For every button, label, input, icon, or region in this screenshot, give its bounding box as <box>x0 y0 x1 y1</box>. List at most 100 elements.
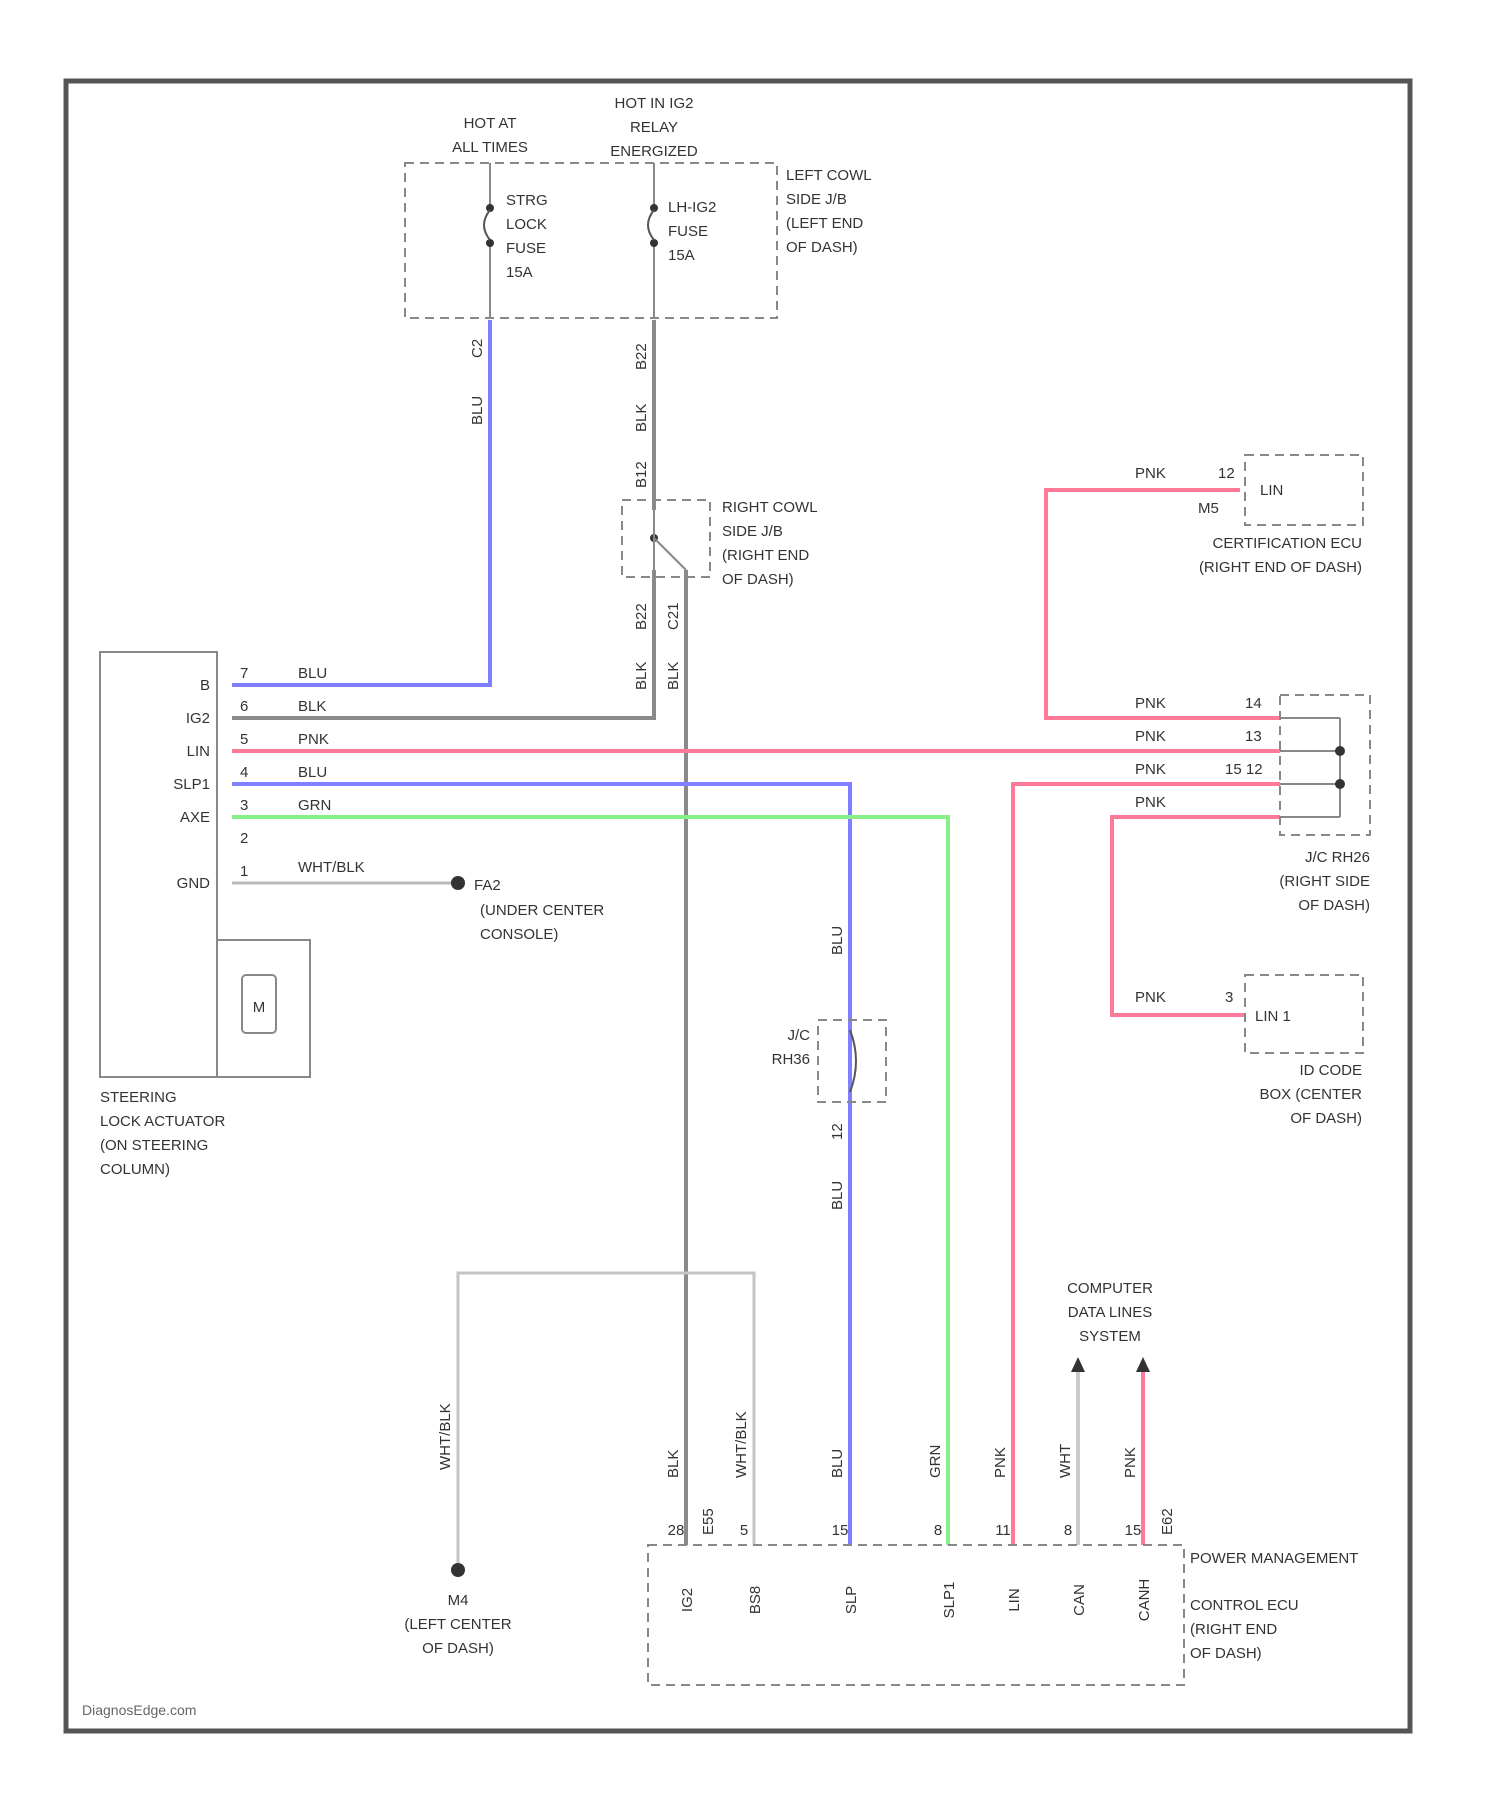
svg-text:HOT IN IG2: HOT IN IG2 <box>615 95 694 112</box>
svg-text:FUSE: FUSE <box>506 240 546 257</box>
svg-text:15A: 15A <box>668 247 695 264</box>
svg-text:C21: C21 <box>665 602 682 630</box>
diagram-frame <box>66 81 1410 1731</box>
svg-text:BLU: BLU <box>298 665 327 682</box>
steering-lock-motor-label: M <box>253 999 266 1016</box>
svg-text:WHT/BLK: WHT/BLK <box>733 1411 750 1478</box>
svg-text:M5: M5 <box>1198 500 1219 517</box>
canh-arrow-icon <box>1136 1357 1150 1372</box>
svg-text:OF DASH): OF DASH) <box>786 239 858 256</box>
svg-text:IG2: IG2 <box>186 710 210 727</box>
svg-text:LIN 1: LIN 1 <box>1255 1008 1291 1025</box>
right-cowl-jb-label: RIGHT COWL SIDE J/B (RIGHT END OF DASH) <box>722 499 818 588</box>
footer-credit: DiagnosEdge.com <box>82 1702 196 1718</box>
svg-text:(RIGHT END: (RIGHT END <box>722 547 809 564</box>
svg-text:ALL TIMES: ALL TIMES <box>452 139 528 156</box>
svg-text:3: 3 <box>240 797 248 814</box>
ecu-wire-colors: BLK WHT/BLK BLU GRN PNK WHT PNK <box>665 1411 1139 1478</box>
svg-text:PNK: PNK <box>1135 695 1166 712</box>
svg-text:(ON STEERING: (ON STEERING <box>100 1137 208 1154</box>
wire-blk-ig2 <box>232 570 654 718</box>
svg-text:LIN: LIN <box>1260 482 1283 499</box>
ground-m4-dot <box>451 1563 465 1577</box>
svg-text:CONTROL ECU: CONTROL ECU <box>1190 1597 1299 1614</box>
jc-center-wire-labels: BLU 12 BLU <box>829 926 846 1210</box>
svg-text:AXE: AXE <box>180 809 210 826</box>
svg-text:OF DASH): OF DASH) <box>1190 1645 1262 1662</box>
svg-text:4: 4 <box>240 764 248 781</box>
svg-text:15: 15 <box>1125 1522 1142 1539</box>
ecu-pin-names: IG2 BS8 SLP SLP1 LIN CAN CANH <box>679 1579 1153 1622</box>
svg-text:BLU: BLU <box>469 396 486 425</box>
svg-text:J/C: J/C <box>788 1027 811 1044</box>
svg-text:ENERGIZED: ENERGIZED <box>610 143 698 160</box>
svg-text:CERTIFICATION ECU: CERTIFICATION ECU <box>1213 535 1362 552</box>
svg-text:GRN: GRN <box>298 797 331 814</box>
svg-text:GND: GND <box>177 875 211 892</box>
svg-text:15 12: 15 12 <box>1225 761 1263 778</box>
svg-text:SLP: SLP <box>843 1586 860 1614</box>
steering-lock-wire-colors: BLU BLK PNK BLU GRN WHT/BLK <box>298 665 365 876</box>
svg-text:OF DASH): OF DASH) <box>722 571 794 588</box>
svg-text:BLK: BLK <box>633 662 650 690</box>
svg-text:PNK: PNK <box>1135 794 1166 811</box>
svg-text:2: 2 <box>240 830 248 847</box>
right-cowl-jb <box>622 500 710 577</box>
wire-blu-slp <box>232 784 850 1545</box>
wire-blu-b <box>232 320 490 685</box>
strg-lock-fuse-label: STRG LOCK FUSE 15A <box>506 192 548 281</box>
ground-m4-label: M4 (LEFT CENTER OF DASH) <box>404 1592 511 1657</box>
svg-text:LOCK: LOCK <box>506 216 547 233</box>
power-management-ecu-label: POWER MANAGEMENT CONTROL ECU (RIGHT END … <box>1190 1550 1358 1662</box>
svg-text:WHT: WHT <box>1057 1444 1074 1478</box>
svg-text:HOT AT: HOT AT <box>464 115 517 132</box>
svg-text:CANH: CANH <box>1136 1579 1153 1622</box>
hot-at-all-times-label: HOT AT ALL TIMES <box>452 115 528 156</box>
jc-right-side <box>1280 695 1370 835</box>
svg-text:PNK: PNK <box>1135 761 1166 778</box>
ground-fa2-dot <box>451 876 465 890</box>
can-arrow-icon <box>1071 1357 1085 1372</box>
svg-text:PNK: PNK <box>992 1447 1009 1478</box>
svg-text:FA2: FA2 <box>474 877 501 894</box>
svg-text:STEERING: STEERING <box>100 1089 177 1106</box>
svg-text:5: 5 <box>240 731 248 748</box>
svg-text:RH36: RH36 <box>772 1051 810 1068</box>
svg-text:GRN: GRN <box>927 1445 944 1478</box>
svg-text:(LEFT END: (LEFT END <box>786 215 863 232</box>
svg-text:6: 6 <box>240 698 248 715</box>
svg-text:PNK: PNK <box>298 731 329 748</box>
svg-text:LIN: LIN <box>187 743 210 760</box>
svg-text:11: 11 <box>995 1522 1011 1539</box>
svg-text:OF DASH): OF DASH) <box>1298 897 1370 914</box>
svg-text:8: 8 <box>1064 1522 1072 1539</box>
steering-lock-pin-numbers: 7 6 5 4 3 2 1 <box>240 665 248 880</box>
computer-data-lines-label: COMPUTER DATA LINES SYSTEM <box>1067 1280 1153 1345</box>
svg-text:12: 12 <box>829 1123 846 1140</box>
svg-text:SLP1: SLP1 <box>173 776 210 793</box>
svg-text:15: 15 <box>832 1522 849 1539</box>
svg-text:RELAY: RELAY <box>630 119 678 136</box>
lh-ig2-fuse-label: LH-IG2 FUSE 15A <box>668 199 716 264</box>
ground-m4-wire-label: WHT/BLK <box>437 1403 454 1470</box>
svg-text:E55: E55 <box>700 1508 717 1535</box>
svg-text:COMPUTER: COMPUTER <box>1067 1280 1153 1297</box>
svg-text:ID CODE: ID CODE <box>1299 1062 1362 1079</box>
svg-text:POWER MANAGEMENT: POWER MANAGEMENT <box>1190 1550 1358 1567</box>
svg-text:SIDE J/B: SIDE J/B <box>722 523 783 540</box>
svg-text:COLUMN): COLUMN) <box>100 1161 170 1178</box>
svg-text:BLU: BLU <box>829 1449 846 1478</box>
svg-text:LH-IG2: LH-IG2 <box>668 199 716 216</box>
svg-text:BLU: BLU <box>829 1181 846 1210</box>
svg-text:LEFT COWL: LEFT COWL <box>786 167 872 184</box>
svg-text:CAN: CAN <box>1071 1584 1088 1616</box>
wire-pnk-id-code <box>1112 817 1280 1015</box>
svg-text:PNK: PNK <box>1135 465 1166 482</box>
steering-lock-label: STEERING LOCK ACTUATOR (ON STEERING COLU… <box>100 1089 225 1178</box>
svg-text:8: 8 <box>934 1522 942 1539</box>
svg-text:OF DASH): OF DASH) <box>422 1640 494 1657</box>
svg-text:BS8: BS8 <box>747 1586 764 1614</box>
svg-text:STRG: STRG <box>506 192 548 209</box>
svg-text:1: 1 <box>240 863 248 880</box>
